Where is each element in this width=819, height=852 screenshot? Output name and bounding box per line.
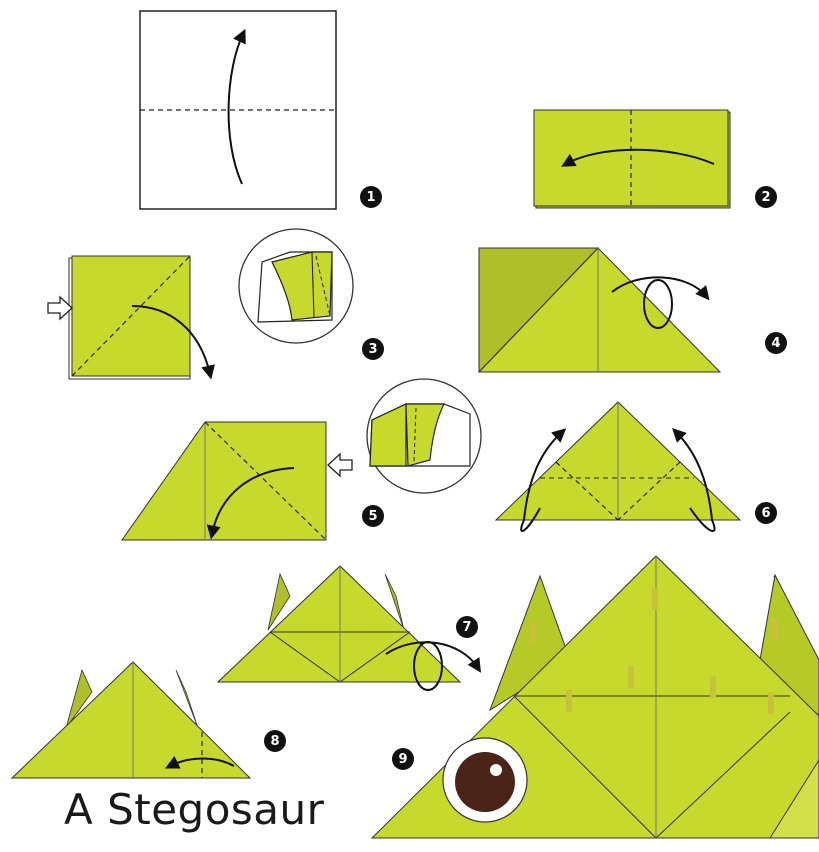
step-number-5: 5: [362, 505, 384, 527]
step-number-2: 2: [755, 186, 777, 208]
step-5-figure: [122, 422, 352, 540]
step-number-1: 1: [360, 186, 382, 208]
step-3-detail: [239, 229, 353, 343]
step-5-detail: [367, 379, 481, 493]
step-number-7: 7: [456, 616, 478, 638]
hollow-push-arrow-icon: [328, 454, 352, 476]
eye-icon: [443, 738, 527, 822]
step-number-3: 3: [362, 338, 384, 360]
step-6-figure: [496, 402, 740, 531]
step-1-figure: [140, 11, 336, 209]
step-number-6: 6: [755, 502, 777, 524]
step-7-figure: [218, 566, 478, 690]
step-2-figure: [534, 110, 730, 208]
step-8-figure: [12, 662, 250, 778]
step-3-figure: [48, 256, 210, 379]
step-4-figure: [479, 248, 720, 372]
hollow-push-arrow-icon: [48, 297, 72, 319]
step-number-4: 4: [765, 332, 787, 354]
step-number-8: 8: [264, 730, 286, 752]
step-number-9: 9: [392, 748, 414, 770]
step-9-stegosaur: [372, 556, 819, 838]
page-title: A Stegosaur: [64, 785, 324, 834]
